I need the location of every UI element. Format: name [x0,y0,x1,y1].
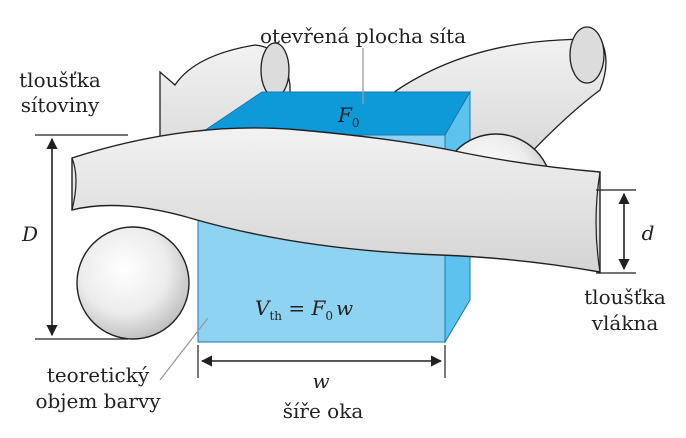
thread-thickness-label-1: tloušťka [584,285,666,309]
paint-volume-label-1: teoretický [47,363,150,387]
fabric-thickness-symbol: D [21,222,38,246]
paint-volume-leader [159,317,209,381]
mesh-opening-dimension [197,345,446,378]
fabric-thickness-label-2: sítoviny [21,93,100,117]
thread-thickness-dimension [596,189,636,274]
thread-thickness-label-2: vlákna [591,311,659,335]
open-area-symbol: F0 [337,103,360,130]
fabric-thickness-label-1: tloušťka [19,68,101,92]
thread-cross-section-left [76,226,190,340]
thread-diameter-symbol: d [642,221,655,245]
mesh-opening-symbol: w [312,369,329,393]
open-area-label: otevřená plocha síta [260,24,466,48]
fabric-thickness-dimension [35,134,128,340]
mesh-opening-label: šíře oka [283,399,364,423]
paint-volume-label-2: objem barvy [35,389,161,413]
